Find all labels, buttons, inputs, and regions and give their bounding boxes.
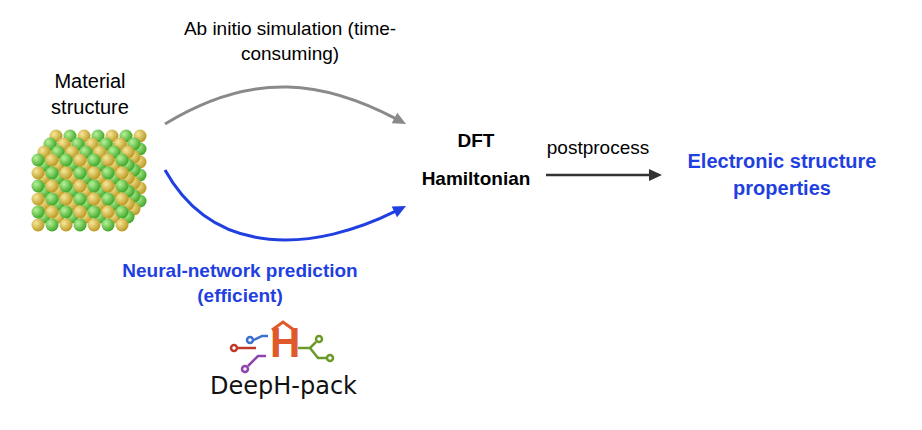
- connector: [546, 174, 651, 177]
- atom: [116, 219, 129, 232]
- node-text: Electronic structure properties: [666, 148, 898, 202]
- atom: [116, 180, 129, 193]
- atom: [60, 180, 73, 193]
- atom: [116, 154, 129, 167]
- atom: [88, 206, 101, 219]
- atom: [88, 219, 101, 232]
- atom: [74, 193, 87, 206]
- atom: [102, 206, 115, 219]
- atom: [74, 167, 87, 180]
- output-node: Electronic structure properties: [662, 146, 902, 204]
- logo-name: DeepH-pack: [210, 374, 357, 398]
- atom: [32, 154, 45, 167]
- atom: [60, 206, 73, 219]
- node-text: DFT Hamiltonian: [410, 122, 542, 198]
- atom: [116, 167, 129, 180]
- edge-label: Neural-network prediction (efficient): [95, 258, 385, 308]
- logo-letter: H: [270, 322, 300, 364]
- atom: [32, 167, 45, 180]
- atom: [116, 206, 129, 219]
- atom: [60, 154, 73, 167]
- atom: [88, 180, 101, 193]
- atom: [32, 180, 45, 193]
- atom: [102, 193, 115, 206]
- atom: [46, 193, 59, 206]
- atom: [74, 219, 87, 232]
- atom: [60, 193, 73, 206]
- atom: [74, 154, 87, 167]
- atom: [32, 206, 45, 219]
- logo-circuit: [231, 322, 333, 372]
- atom: [102, 154, 115, 167]
- arrow-head: [649, 169, 662, 181]
- atom: [46, 154, 59, 167]
- connector: [165, 170, 396, 240]
- atom: [116, 193, 129, 206]
- node-text: Material structure: [15, 68, 165, 120]
- atom: [88, 167, 101, 180]
- atom: [88, 154, 101, 167]
- structure-node: Material structure: [15, 68, 165, 240]
- atom: [46, 180, 59, 193]
- atom: [32, 219, 45, 232]
- atom: [32, 193, 45, 206]
- arrow-head: [392, 113, 406, 124]
- edge-label: Ab initio simulation (time-consuming): [170, 16, 410, 66]
- crystal-structure: [32, 130, 147, 232]
- arrow-head: [392, 206, 406, 217]
- atom: [46, 167, 59, 180]
- connector: [165, 87, 396, 124]
- hamiltonian-node: DFT Hamiltonian: [406, 118, 546, 208]
- atom: [102, 167, 115, 180]
- atom: [74, 206, 87, 219]
- atom: [46, 206, 59, 219]
- atom: [88, 193, 101, 206]
- atom: [60, 219, 73, 232]
- atom: [46, 219, 59, 232]
- atom: [102, 180, 115, 193]
- atom: [60, 167, 73, 180]
- atom: [102, 219, 115, 232]
- edge-label: postprocess: [533, 136, 663, 160]
- atom: [74, 180, 87, 193]
